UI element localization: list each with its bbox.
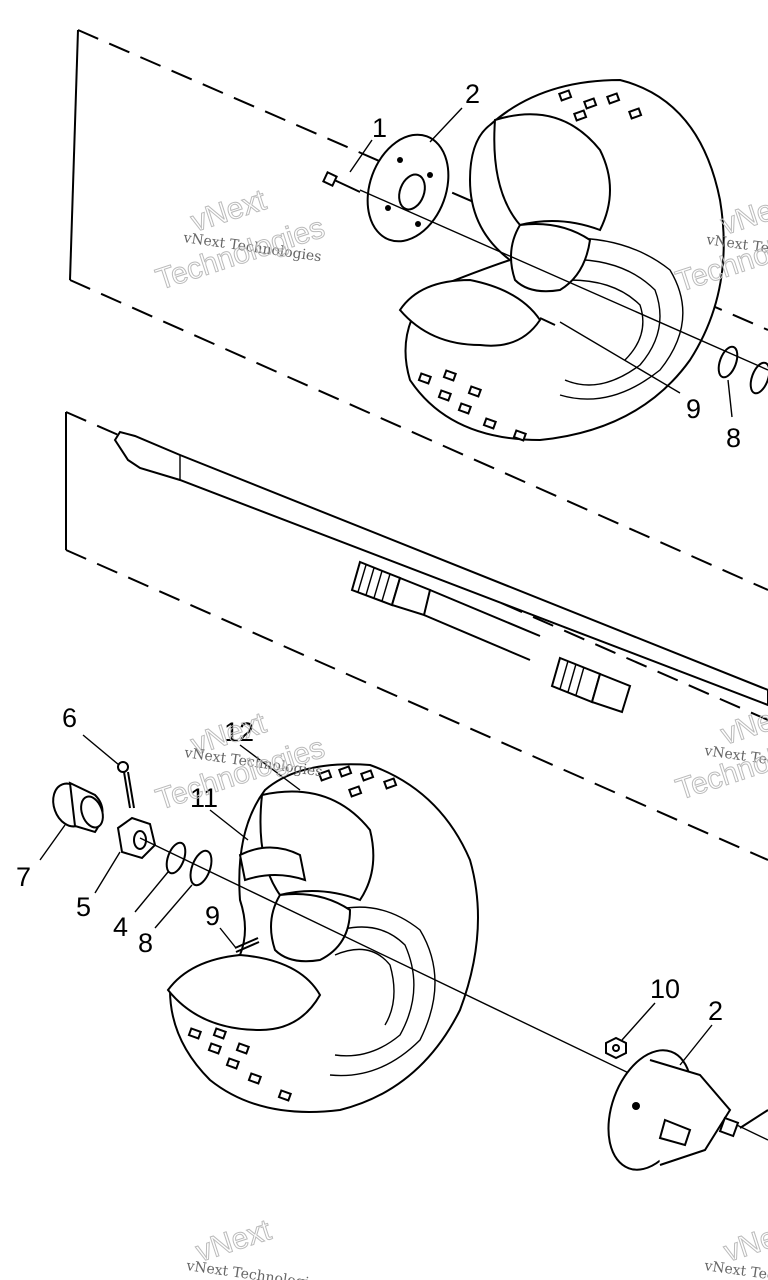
- lower-tire-treads: [187, 765, 398, 1102]
- lower-dust-cap: [52, 781, 104, 834]
- upper-tire-treads: [417, 89, 643, 442]
- watermark-small-text: vNext Technologies: [702, 1258, 768, 1280]
- upper-axis-line: [359, 189, 768, 371]
- callout-9-bottom: 9: [205, 901, 220, 931]
- watermark-upper-left: vNext vNext Technologies Technologies: [151, 183, 329, 297]
- watermark-big-line1: vNext: [717, 186, 768, 241]
- leader-lines: [39, 107, 733, 1066]
- callout-2-bottom: 2: [708, 996, 723, 1026]
- lower-lug-nut: [605, 1036, 627, 1060]
- axle-shaft: [113, 430, 768, 714]
- callout-12: 12: [224, 717, 254, 747]
- callout-4: 4: [113, 912, 128, 942]
- callout-11: 11: [190, 783, 218, 813]
- watermark-big-line1: vNext: [717, 696, 768, 751]
- callout-1-top: 1: [372, 113, 387, 143]
- watermark-bottom-left: vNext vNext Technologies: [184, 1213, 325, 1280]
- watermark-small-text: vNext Technologies: [184, 1258, 325, 1280]
- lower-wheel-tire: [166, 763, 479, 1113]
- watermark-middle-right: vNext vNext Technologies Technologies: [671, 696, 768, 807]
- lower-washer-4: [165, 841, 187, 875]
- lower-hub: [607, 1049, 732, 1171]
- callout-labels: 1 2 9 8 6 12 11 7 5 4 8 9 10 2: [16, 79, 741, 1026]
- upper-hub: [366, 133, 450, 243]
- callout-7: 7: [16, 862, 31, 892]
- lower-hub-bolt: [718, 1109, 768, 1138]
- upper-washers: [717, 345, 768, 395]
- lower-cotter-pin-9: [234, 937, 260, 953]
- callout-10: 10: [650, 974, 680, 1004]
- axle-splines-1: [350, 560, 432, 617]
- callout-2-top: 2: [465, 79, 480, 109]
- upper-wheel-tire: [398, 78, 725, 442]
- upper-cotter-pin: [539, 317, 556, 326]
- callout-8-bottom: 8: [138, 928, 153, 958]
- callout-8-top: 8: [726, 423, 741, 453]
- callout-6: 6: [62, 703, 77, 733]
- axle-splines-2: [550, 656, 632, 714]
- lower-castle-nut: [116, 816, 157, 860]
- callout-9-top: 9: [686, 394, 701, 424]
- upper-hub-bolt: [322, 171, 361, 193]
- callout-5: 5: [76, 892, 91, 922]
- watermark-bottom-right: vNext vNext Technologies: [702, 1213, 768, 1280]
- lower-cotter-pin-6: [117, 761, 135, 809]
